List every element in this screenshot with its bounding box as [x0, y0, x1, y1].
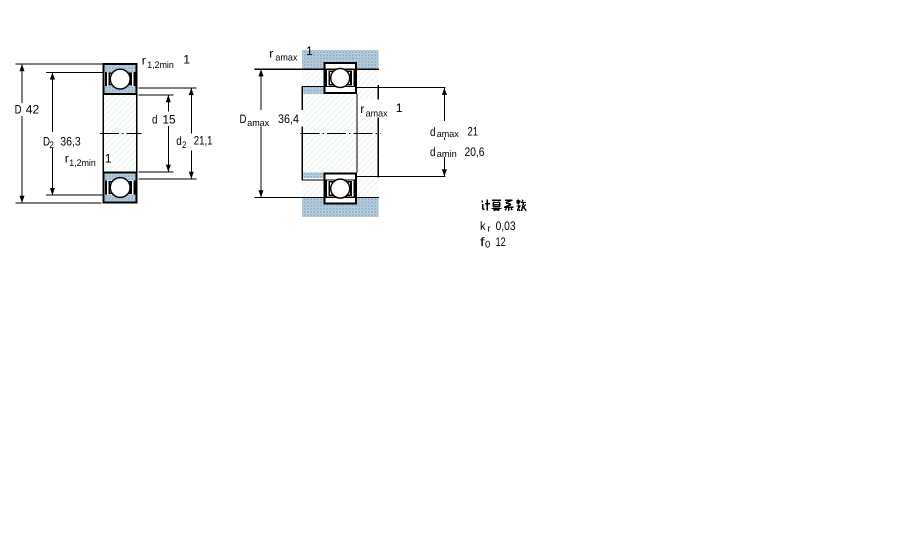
svg-text:r: r [269, 47, 273, 61]
svg-text:d: d [430, 125, 436, 139]
svg-text:amax: amax [437, 129, 459, 140]
svg-text:1: 1 [396, 101, 403, 115]
svg-text:42: 42 [26, 103, 40, 117]
svg-text:21,1: 21,1 [194, 134, 213, 148]
svg-text:k: k [480, 219, 486, 233]
svg-text:f: f [480, 235, 485, 249]
svg-text:amax: amax [247, 118, 269, 129]
svg-text:1,2min: 1,2min [69, 158, 96, 169]
svg-text:20,6: 20,6 [465, 145, 485, 159]
svg-text:d: d [152, 113, 158, 127]
svg-text:36,4: 36,4 [278, 112, 299, 126]
svg-text:d: d [430, 145, 436, 159]
svg-text:r: r [142, 53, 146, 67]
svg-text:0,03: 0,03 [496, 219, 516, 233]
svg-text:amin: amin [437, 149, 457, 160]
svg-text:D: D [15, 103, 22, 117]
svg-text:1: 1 [306, 44, 313, 58]
svg-text:r: r [360, 102, 364, 116]
svg-text:21: 21 [468, 125, 479, 139]
svg-text:15: 15 [163, 113, 176, 127]
svg-text:r: r [488, 224, 491, 235]
svg-text:D: D [43, 135, 50, 149]
svg-text:1: 1 [105, 152, 112, 166]
svg-text:1,2min: 1,2min [147, 60, 174, 71]
svg-text:36,3: 36,3 [60, 135, 81, 149]
svg-text:D: D [240, 112, 247, 126]
svg-text:2: 2 [182, 140, 187, 151]
svg-text:2: 2 [49, 140, 54, 151]
svg-text:1: 1 [183, 53, 190, 67]
svg-text:0: 0 [485, 240, 490, 251]
svg-text:amax: amax [366, 108, 388, 119]
svg-text:d: d [176, 134, 182, 148]
svg-text:r: r [65, 151, 69, 165]
svg-text:amax: amax [275, 52, 297, 63]
svg-text:12: 12 [496, 235, 506, 249]
